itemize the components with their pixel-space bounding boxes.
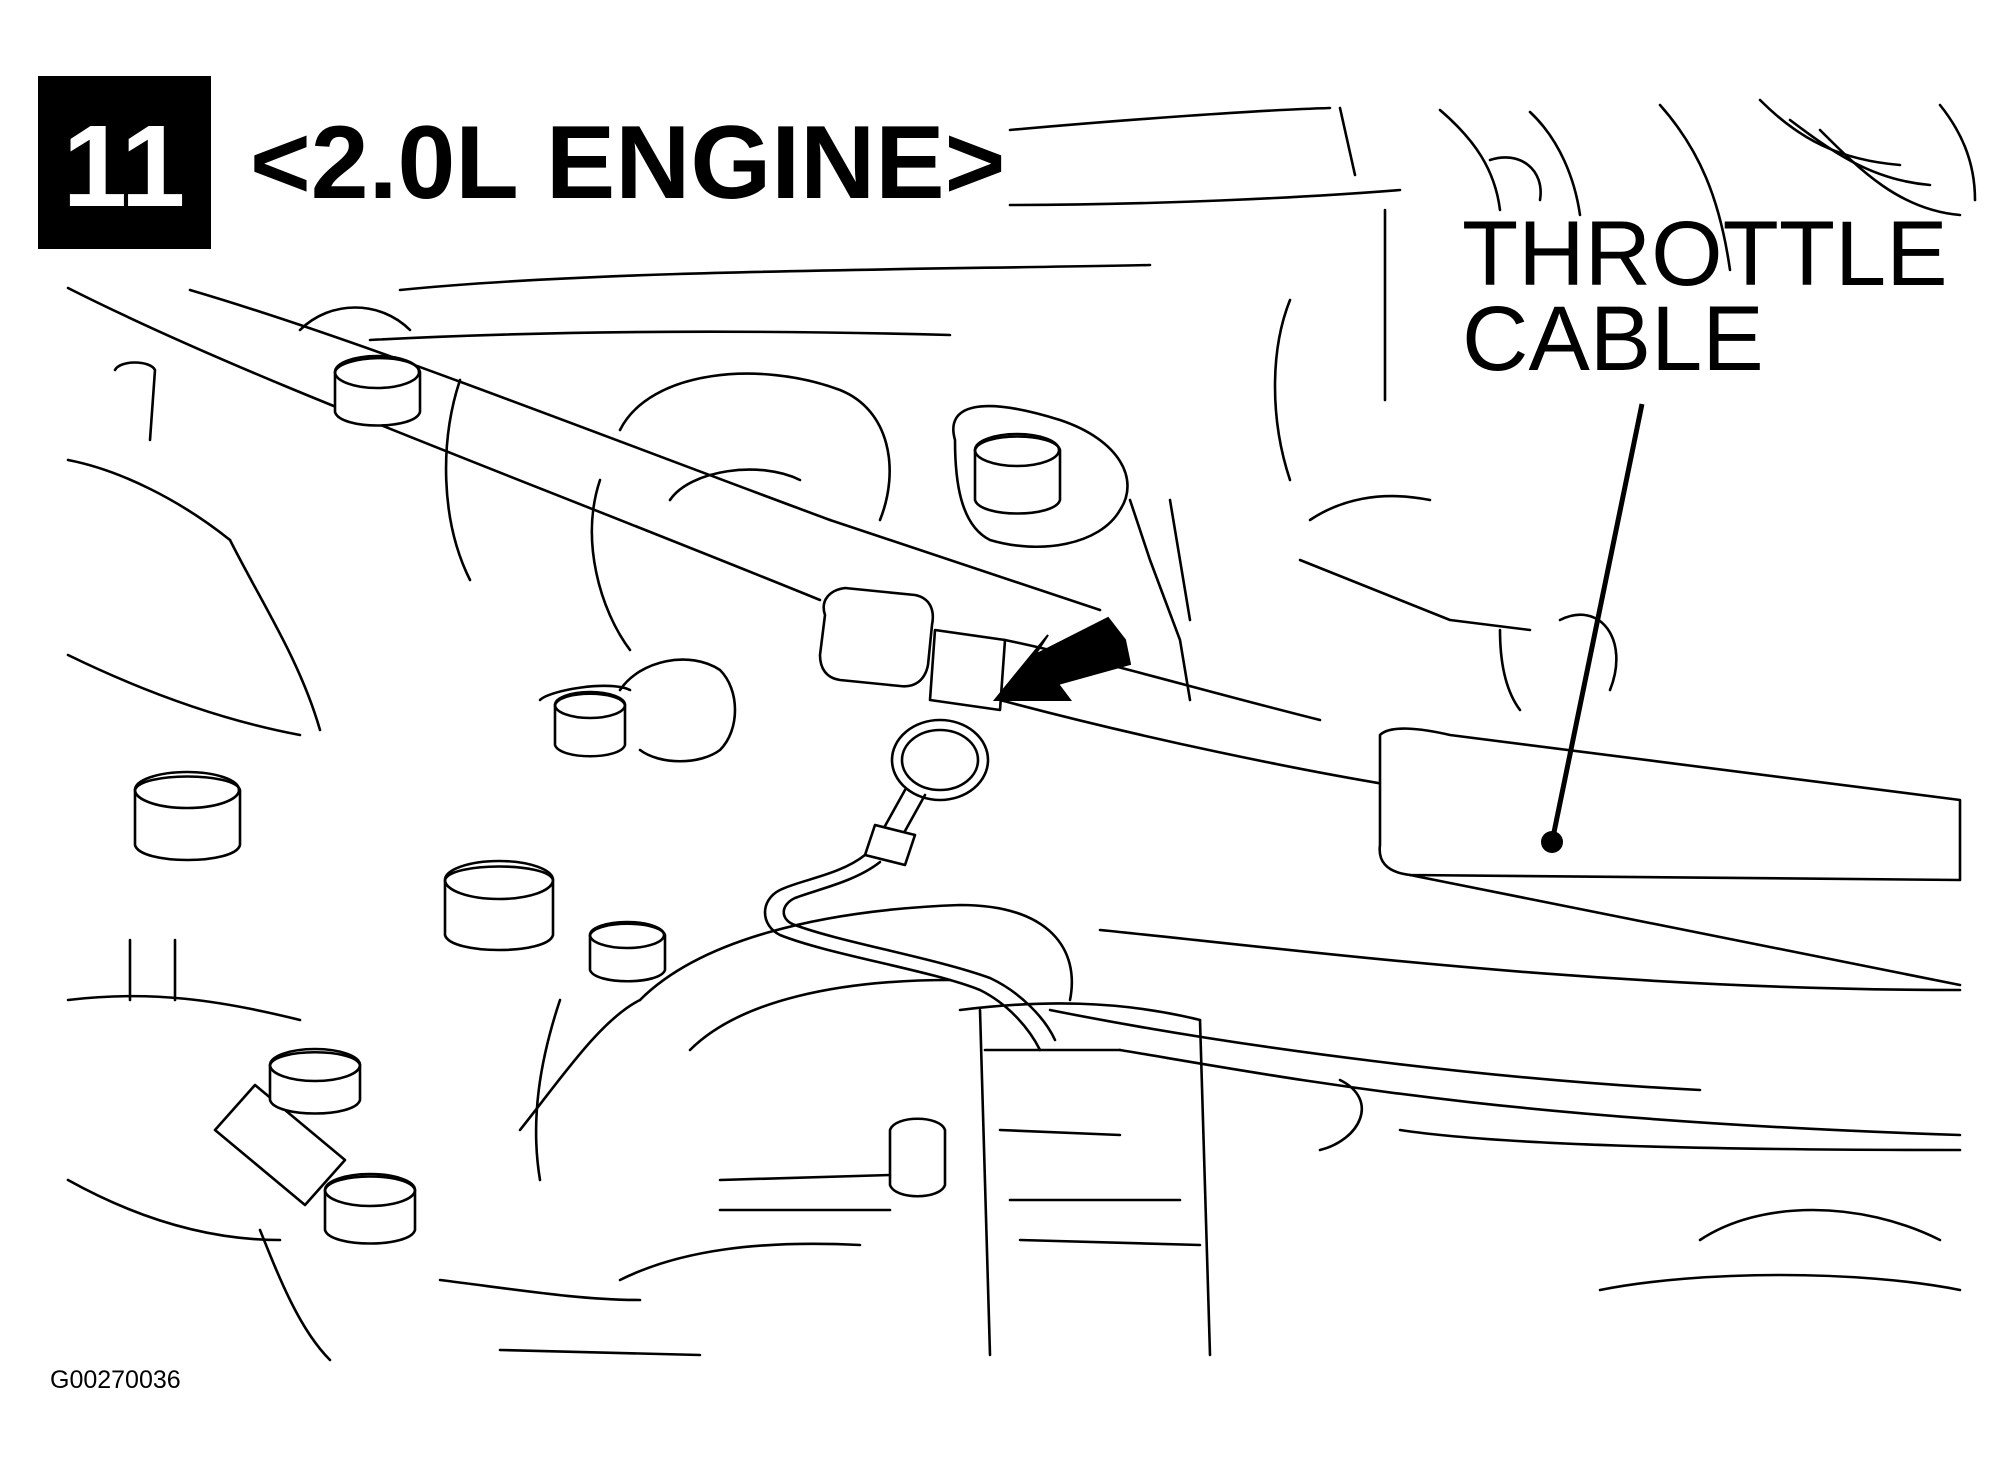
throttle-cable-label-line2: CABLE [1462,288,1764,390]
step-number-badge [38,76,211,249]
figure-id: G00270036 [50,1366,181,1394]
step-title: <2.0L ENGINE> [250,105,1005,221]
engine-line-art [66,98,1977,1362]
throttle-cable-leader-line [1549,403,1645,843]
direction-arrow [992,616,1132,701]
throttle-cable-leader-dot [1541,831,1563,853]
throttle-cable-label-line1: THROTTLE [1462,203,1948,305]
throttle-cable-callout: THROTTLE CABLE [1462,203,1948,853]
step-header: 11 <2.0L ENGINE> [38,76,1005,249]
step-number: 11 [63,101,186,231]
